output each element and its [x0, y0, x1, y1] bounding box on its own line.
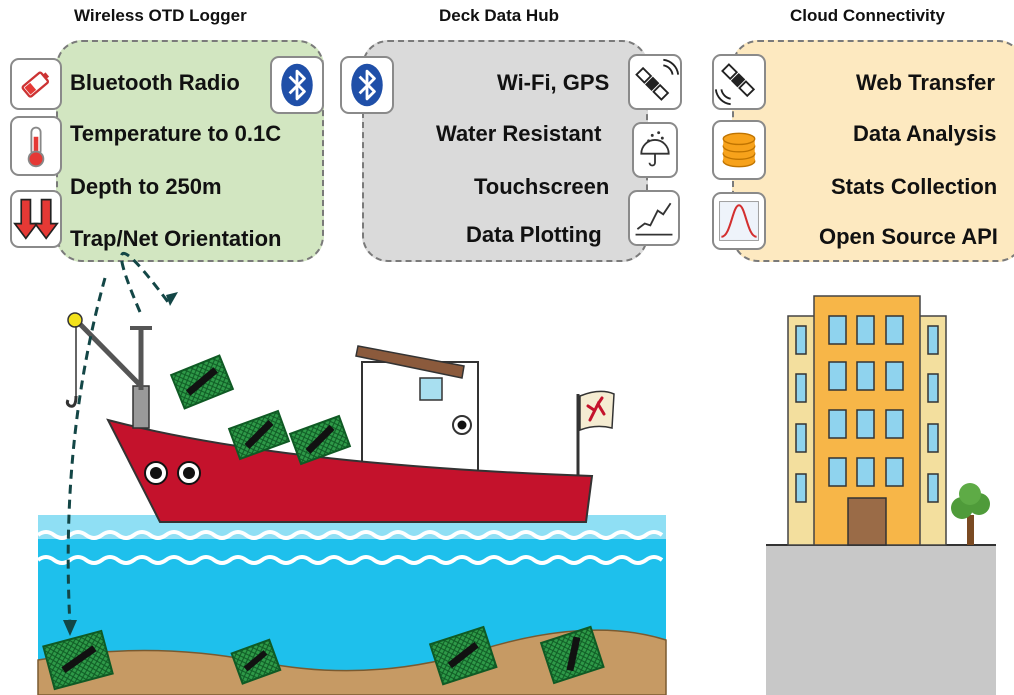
bell-curve-icon — [712, 192, 766, 250]
cloud-feature-3: Stats Collection — [831, 174, 998, 199]
trap-on-seabed — [539, 625, 605, 685]
building-door — [847, 497, 887, 546]
trap-on-deck — [288, 414, 352, 466]
database-icon — [712, 120, 766, 180]
hub-feature-2: Water Resistant — [436, 121, 602, 146]
seabed — [37, 629, 667, 695]
umbrella-icon — [632, 122, 678, 178]
logger-feature-3: Depth to 250m — [70, 174, 222, 199]
battery-icon — [10, 58, 62, 110]
cloud-feature-4: Open Source API — [819, 224, 998, 249]
ground — [766, 545, 996, 695]
cloud-panel-title: Cloud Connectivity — [790, 6, 945, 25]
trap-on-seabed — [42, 629, 114, 691]
crane-hook — [65, 395, 78, 408]
trap-on-seabed — [230, 638, 282, 685]
logger-feature-1: Bluetooth Radio — [70, 70, 240, 95]
bluetooth-icon — [270, 56, 324, 114]
haul-trajectory — [120, 252, 170, 313]
plot-icon — [628, 190, 680, 246]
cloud-feature-2: Data Analysis — [853, 121, 997, 146]
cloud-feature-1: Web Transfer — [856, 70, 995, 95]
hub-panel — [362, 40, 648, 262]
bluetooth-icon — [340, 56, 394, 114]
crane-boom — [74, 318, 143, 388]
tree-trunk — [967, 515, 974, 545]
drop-trajectory — [66, 277, 107, 626]
crane-light — [67, 312, 83, 328]
cloud-panel — [732, 40, 1014, 262]
trap-airborne — [169, 354, 235, 410]
cabin-window — [419, 377, 443, 401]
logger-feature-4: Trap/Net Orientation — [70, 226, 282, 251]
thermometer-icon — [10, 116, 62, 176]
hub-feature-4: Data Plotting — [466, 222, 602, 247]
trap-on-seabed — [428, 625, 498, 686]
cabin-roof — [355, 345, 465, 379]
satellite-icon — [712, 54, 766, 110]
boat-hull — [106, 418, 594, 523]
lobster-flag — [579, 390, 615, 432]
hub-feature-3: Touchscreen — [474, 174, 610, 199]
wave-line — [36, 530, 664, 540]
trap-on-deck — [227, 409, 291, 461]
logger-panel-title: Wireless OTD Logger — [74, 6, 247, 25]
logger-feature-2: Temperature to 0.1C — [70, 121, 282, 146]
satellite-icon — [628, 54, 682, 110]
crane-mast — [132, 385, 150, 429]
hub-panel-title: Deck Data Hub — [439, 6, 559, 25]
hub-feature-1: Wi-Fi, GPS — [497, 70, 610, 95]
wave-line — [36, 555, 664, 565]
down-arrows-icon — [10, 190, 62, 248]
